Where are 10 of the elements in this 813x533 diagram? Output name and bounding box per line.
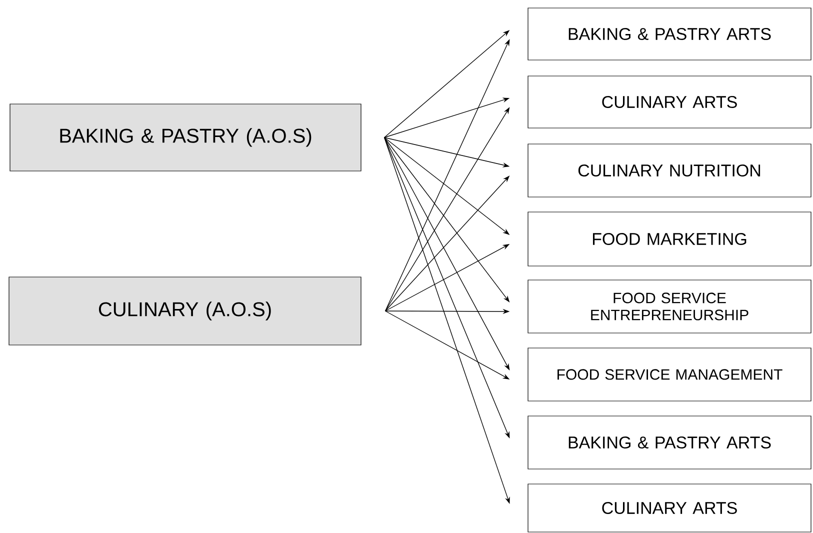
program-box: FOOD MARKETING [528, 212, 812, 266]
source-box: CULINARY (A.O.S) [8, 276, 362, 346]
program-box: CULINARY ARTS [528, 484, 812, 532]
program-box: BAKING & PASTRY ARTS [528, 8, 812, 60]
program-box: CULINARY NUTRITION [528, 144, 812, 198]
source-box: BAKING & PASTRY (A.O.S) [10, 104, 362, 172]
program-box: FOOD SERVICE MANAGEMENT [528, 348, 812, 402]
program-box: FOOD SERVICE ENTREPRENEURSHIP [528, 280, 812, 334]
program-box: BAKING & PASTRY ARTS [528, 416, 812, 470]
program-box: CULINARY ARTS [528, 76, 812, 128]
